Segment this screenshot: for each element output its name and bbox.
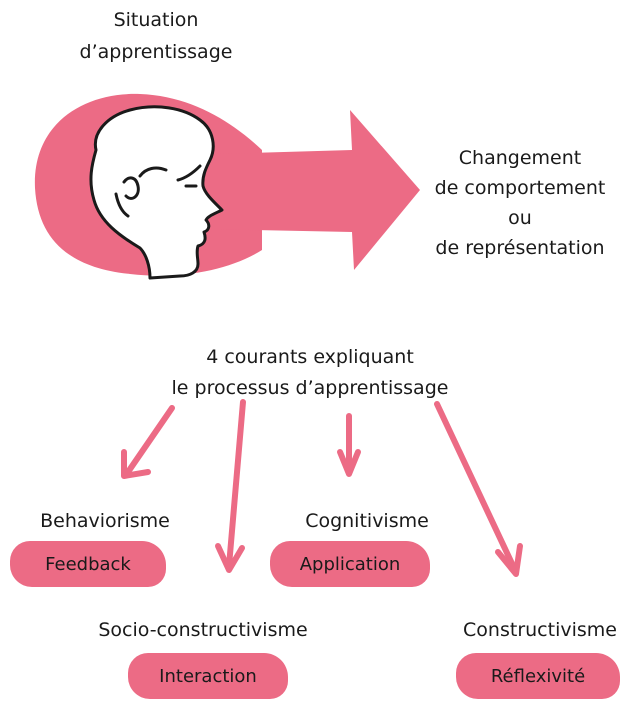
current-name-behaviorisme: Behaviorisme	[40, 510, 170, 532]
change-label-line3: ou	[508, 207, 532, 229]
big-arrow	[150, 110, 420, 270]
currents-heading-line1: 4 courants expliquant	[206, 346, 414, 368]
situation-label-line2: d’apprentissage	[79, 41, 233, 63]
currents-heading-line2: le processus d’apprentissage	[171, 377, 449, 399]
change-label-line1: Changement	[458, 147, 582, 169]
keyword-pill-feedback: Feedback	[10, 541, 166, 587]
keyword-label-interaction: Interaction	[159, 665, 257, 687]
situation-label-line1: Situation	[113, 9, 199, 31]
arrow-behaviorisme	[121, 405, 175, 479]
change-label-line2: de comportement	[434, 177, 606, 199]
branch-arrows	[121, 399, 523, 577]
keyword-label-reflexivite: Réflexivité	[490, 665, 586, 687]
keyword-pill-application: Application	[270, 541, 430, 587]
keyword-label-application: Application	[299, 553, 401, 575]
keyword-pill-interaction: Interaction	[128, 653, 288, 699]
current-name-cognitivisme: Cognitivisme	[305, 510, 429, 532]
keyword-label-feedback: Feedback	[45, 553, 131, 575]
change-label-line4: de représentation	[435, 237, 605, 259]
arrow-cognitivisme	[337, 413, 361, 477]
learner-head-icon	[89, 105, 224, 280]
arrow-socio-constructivisme	[215, 399, 246, 573]
current-name-socio-constructivisme: Socio-constructivisme	[98, 619, 308, 641]
keyword-pill-reflexivite: Réflexivité	[456, 653, 620, 699]
current-name-constructivisme: Constructivisme	[463, 619, 617, 641]
arrow-constructivisme	[434, 401, 523, 577]
